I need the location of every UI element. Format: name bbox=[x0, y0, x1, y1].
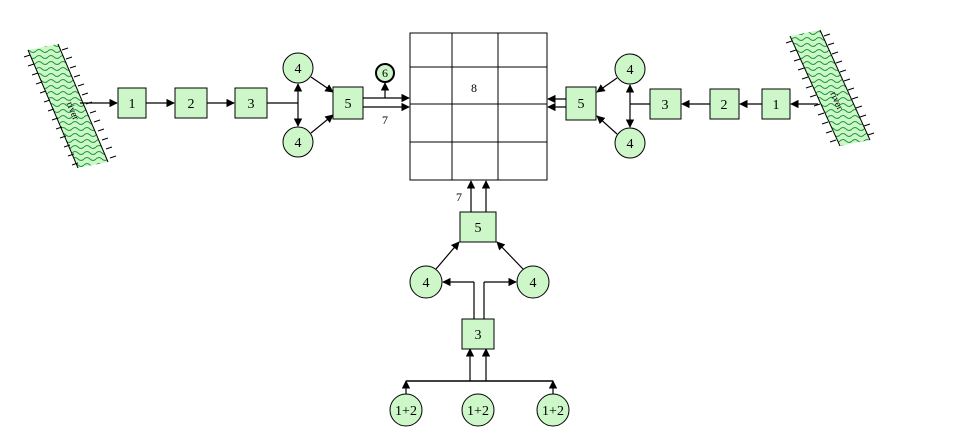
bottom-chain: 1+2 1+2 1+2 3 4 4 5 7 bbox=[389, 180, 570, 427]
bottom-node-4-left-label: 4 bbox=[423, 276, 430, 291]
bottom-node-12-left-label: 1+2 bbox=[395, 404, 417, 419]
right-node-4-bottom bbox=[614, 127, 646, 159]
central-grid: 8 bbox=[409, 32, 548, 181]
bottom-node-4-right-label: 4 bbox=[530, 276, 537, 291]
right-node-4-top bbox=[614, 53, 646, 85]
right-node-4-bottom-label: 4 bbox=[627, 137, 634, 152]
left-node-4-bottom-label: 4 bbox=[295, 136, 302, 151]
bottom-node-3-label: 3 bbox=[475, 328, 482, 343]
left-node-2 bbox=[174, 87, 208, 119]
river-right: river bbox=[785, 29, 875, 147]
bottom-node-12-right-label: 1+2 bbox=[542, 404, 564, 419]
left-node-1-label: 1 bbox=[129, 97, 136, 112]
bottom-label-7: 7 bbox=[456, 190, 462, 204]
left-node-6-label: 6 bbox=[382, 66, 388, 80]
left-node-4-bottom bbox=[282, 126, 314, 158]
bottom-node-12-middle bbox=[461, 393, 495, 427]
bottom-node-5 bbox=[459, 211, 497, 243]
bottom-node-4-right bbox=[516, 265, 550, 299]
right-node-3-label: 3 bbox=[662, 98, 669, 113]
bottom-node-5-label: 5 bbox=[475, 221, 482, 236]
river-left: river bbox=[23, 43, 117, 169]
right-node-2 bbox=[709, 88, 740, 120]
right-node-5 bbox=[565, 86, 597, 121]
left-node-5-label: 5 bbox=[345, 97, 352, 112]
left-node-4-top bbox=[282, 52, 314, 84]
left-label-7: 7 bbox=[382, 113, 388, 127]
bottom-node-12-middle-label: 1+2 bbox=[467, 404, 489, 419]
left-node-2-label: 2 bbox=[188, 97, 195, 112]
left-chain: 1 2 3 4 4 5 6 7 bbox=[80, 52, 410, 158]
river-left-hatching bbox=[23, 47, 117, 166]
right-node-1 bbox=[761, 88, 791, 120]
bottom-node-3 bbox=[461, 318, 495, 350]
right-node-3 bbox=[649, 88, 682, 120]
left-node-3 bbox=[234, 87, 268, 119]
left-node-5 bbox=[332, 86, 364, 120]
left-node-4-top-label: 4 bbox=[295, 62, 302, 77]
grid-label-8: 8 bbox=[471, 81, 477, 95]
right-node-2-label: 2 bbox=[721, 98, 728, 113]
left-node-6 bbox=[375, 63, 395, 83]
river-right-hatching bbox=[785, 33, 875, 143]
left-node-1 bbox=[117, 87, 147, 119]
bottom-node-4-left bbox=[409, 265, 443, 299]
left-node-3-label: 3 bbox=[248, 97, 255, 112]
right-node-4-top-label: 4 bbox=[627, 63, 634, 78]
right-chain: 1 2 3 4 4 5 bbox=[547, 53, 818, 159]
right-node-5-label: 5 bbox=[578, 97, 585, 112]
right-node-1-label: 1 bbox=[773, 98, 780, 113]
